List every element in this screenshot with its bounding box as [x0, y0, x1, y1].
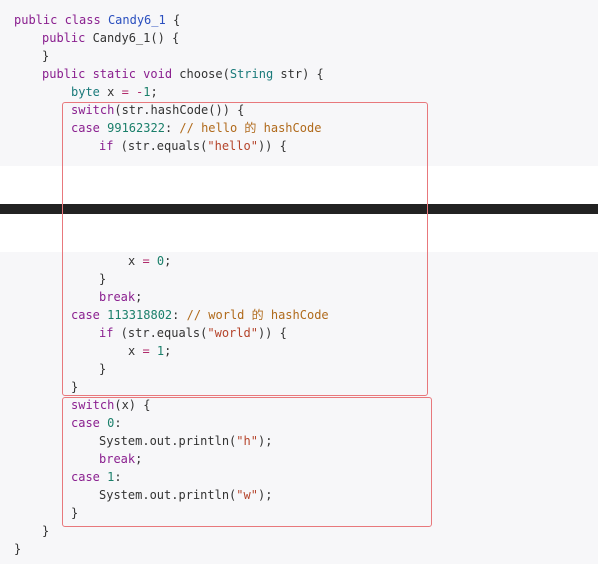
code-block-top: [0, 0, 598, 166]
code-block-bottom: [0, 252, 598, 564]
code-line-break: break;: [99, 290, 143, 304]
code-line-byte-decl: byte x = -1;: [71, 85, 158, 99]
cut-gap-lower: [0, 214, 598, 252]
code-line-close-brace: }: [99, 362, 107, 376]
code-line-assign-0: x = 0;: [128, 254, 172, 268]
code-line-assign-1: x = 1;: [128, 344, 172, 358]
code-line-switch-x: switch(x) {: [71, 398, 151, 412]
code-line-if-world: if (str.equals("world")) {: [99, 326, 287, 340]
code-line-case-1: case 1:: [71, 470, 122, 484]
code-line-method-decl: public static void choose(String str) {: [42, 67, 324, 81]
code-line-close-brace: }: [14, 542, 22, 556]
code-line-close-brace: }: [71, 506, 79, 520]
code-line-println-w: System.out.println("w");: [99, 488, 273, 502]
code-line-switch-hash: switch(str.hashCode()) {: [71, 103, 245, 117]
code-line-if-hello: if (str.equals("hello")) {: [99, 139, 287, 153]
code-line-close-brace: }: [71, 380, 79, 394]
code-line-case-world: case 113318802: // world 的 hashCode: [71, 308, 329, 322]
code-line-println-h: System.out.println("h");: [99, 434, 273, 448]
code-line-case-0: case 0:: [71, 416, 122, 430]
cut-divider-bar: [0, 204, 598, 214]
cut-gap-upper: [0, 166, 598, 204]
code-line-close-brace: }: [42, 524, 50, 538]
code-line-case-hello: case 99162322: // hello 的 hashCode: [71, 121, 322, 135]
code-line-break: break;: [99, 452, 143, 466]
code-line-close-brace: }: [99, 272, 107, 286]
code-line-class-decl: public class Candy6_1 {: [14, 13, 181, 27]
code-line-close-brace: }: [42, 49, 50, 63]
code-line-constructor: public Candy6_1() {: [42, 31, 180, 45]
